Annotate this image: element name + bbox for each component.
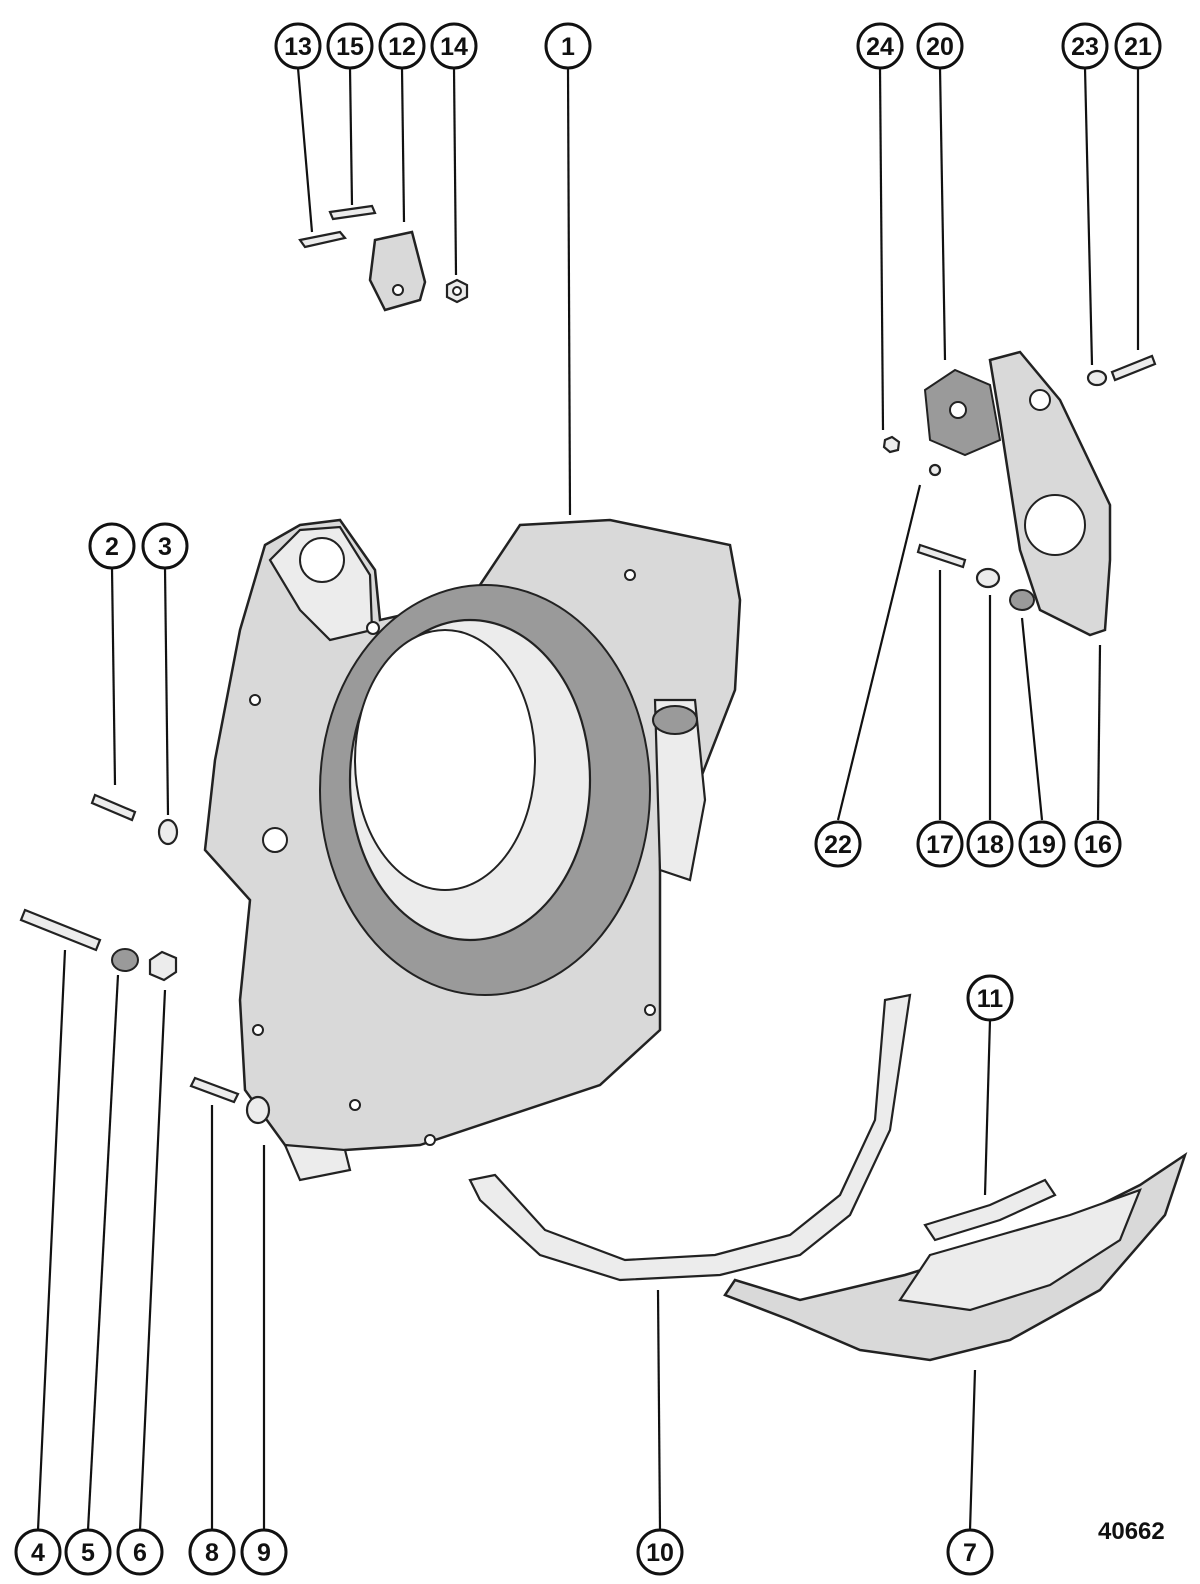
leader-lines	[36, 67, 1140, 1531]
callout-23-label: 23	[1071, 33, 1099, 61]
callout-18-label: 18	[976, 831, 1004, 859]
callout-16: 16	[1074, 820, 1122, 868]
callout-9-label: 9	[257, 1539, 271, 1567]
callout-12-label: 12	[388, 33, 416, 61]
callout-15: 15	[326, 22, 374, 70]
figure-number: 40662	[1098, 1518, 1165, 1545]
mounting-plate-group	[882, 350, 1157, 637]
callout-10: 10	[636, 1528, 684, 1576]
callout-7: 7	[946, 1528, 994, 1576]
callout-17-label: 17	[926, 831, 954, 859]
gasket-and-cover-group	[468, 993, 1188, 1362]
callout-2: 2	[88, 522, 136, 570]
callout-12: 12	[378, 22, 426, 70]
callout-23: 23	[1061, 22, 1109, 70]
callout-1: 1	[544, 22, 592, 70]
callout-4: 4	[14, 1528, 62, 1576]
callout-22: 22	[814, 820, 862, 868]
callout-9: 9	[240, 1528, 288, 1576]
callout-24: 24	[856, 22, 904, 70]
callout-8-label: 8	[205, 1539, 219, 1567]
callout-24-label: 24	[866, 33, 894, 61]
callout-19: 19	[1018, 820, 1066, 868]
callout-11: 11	[966, 974, 1014, 1022]
callout-11-label: 11	[977, 985, 1004, 1013]
callout-22-label: 22	[824, 831, 852, 859]
callout-17: 17	[916, 820, 964, 868]
left-hardware-group	[19, 793, 271, 1125]
callout-7-label: 7	[963, 1539, 977, 1567]
callout-3: 3	[141, 522, 189, 570]
bracket-hardware-group	[298, 204, 469, 312]
callout-15-label: 15	[336, 33, 364, 61]
callout-2-label: 2	[105, 533, 119, 561]
callout-1-label: 1	[561, 33, 575, 61]
callout-21-label: 21	[1124, 33, 1152, 61]
callout-18: 18	[966, 820, 1014, 868]
callout-8: 8	[188, 1528, 236, 1576]
callout-19-label: 19	[1028, 831, 1056, 859]
callout-20-label: 20	[926, 33, 954, 61]
flywheel-housing	[203, 518, 742, 1182]
callout-16-label: 16	[1084, 831, 1112, 859]
callout-5-label: 5	[81, 1539, 95, 1567]
callout-6: 6	[116, 1528, 164, 1576]
callout-4-label: 4	[31, 1539, 45, 1567]
callout-21: 21	[1114, 22, 1162, 70]
callout-3-label: 3	[158, 533, 172, 561]
callout-10-label: 10	[646, 1539, 674, 1567]
callout-14: 14	[430, 22, 478, 70]
callout-5: 5	[64, 1528, 112, 1576]
callout-13-label: 13	[284, 33, 312, 61]
callout-13: 13	[274, 22, 322, 70]
callout-20: 20	[916, 22, 964, 70]
callout-14-label: 14	[440, 33, 468, 61]
callout-6-label: 6	[133, 1539, 147, 1567]
